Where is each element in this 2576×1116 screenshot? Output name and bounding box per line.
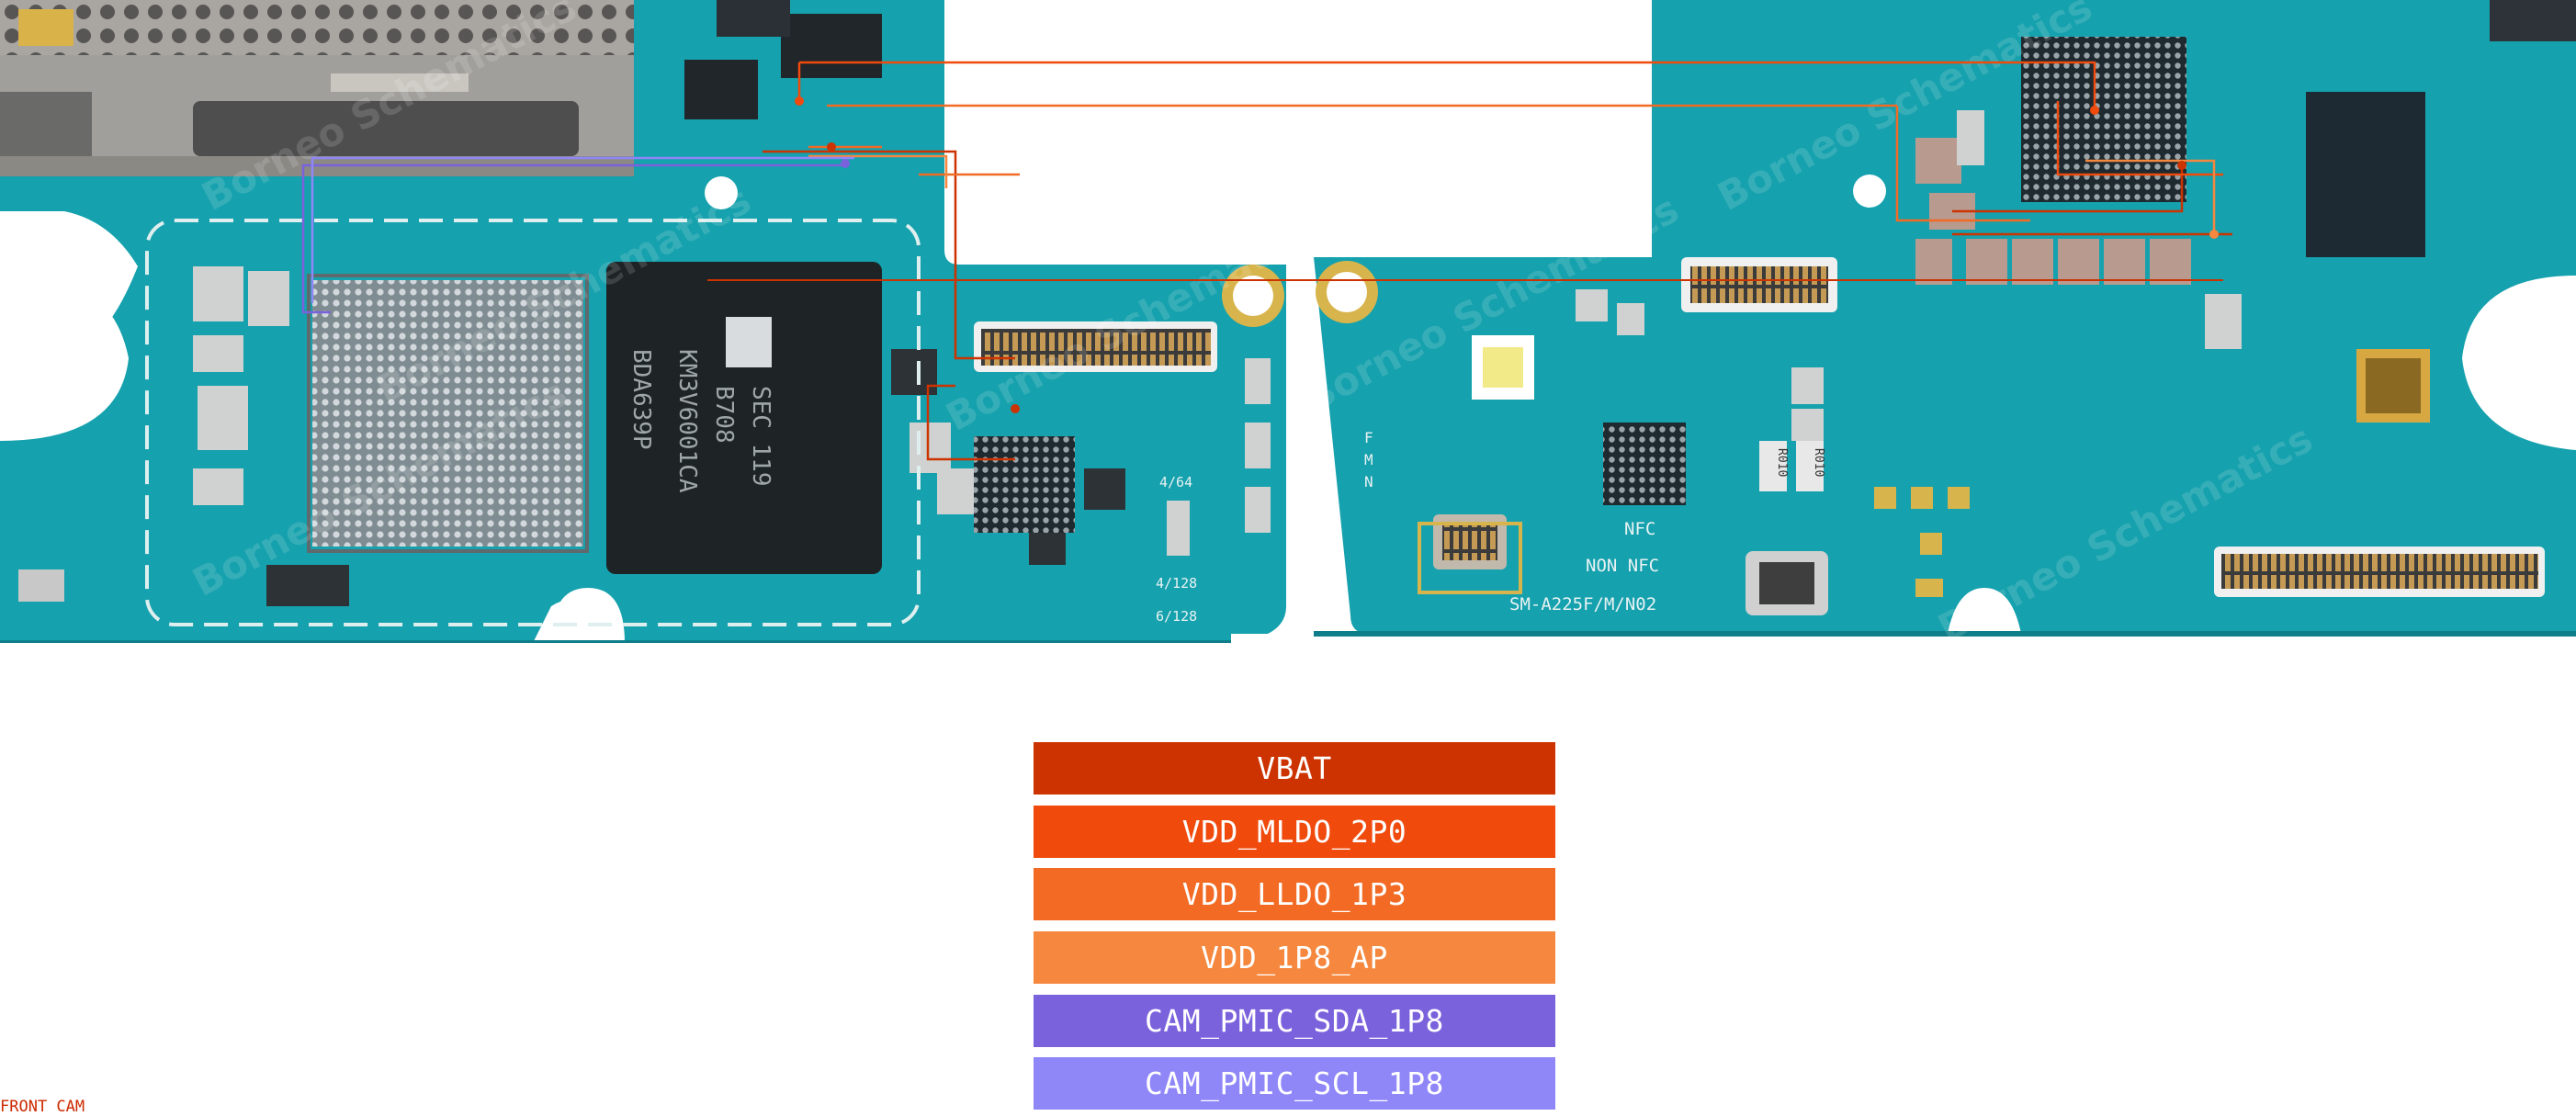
pcb-board-diagram: SEC 119 B708 KM3V6001CA BDA639P	[0, 0, 2576, 643]
silk-mem-2: 4/128	[1156, 575, 1197, 592]
trace-overlays	[301, 61, 2232, 461]
silk-f: F	[1364, 429, 1373, 446]
silk-r1: R010	[1775, 448, 1789, 477]
silk-nfc: NFC	[1624, 519, 1655, 539]
silk-mem-3: 6/128	[1156, 608, 1197, 625]
legend-item-vdd-lldo-1p3: VDD_LLDO_1P3	[1034, 868, 1555, 920]
silk-model: SM-A225F/M/N02	[1509, 594, 1656, 614]
silk-mem-1: 4/64	[1159, 474, 1192, 490]
legend-item-cam-pmic-scl-1p8: CAM_PMIC_SCL_1P8	[1034, 1057, 1555, 1110]
legend-item-cam-pmic-sda-1p8: CAM_PMIC_SDA_1P8	[1034, 995, 1555, 1047]
trace-lldo	[827, 104, 2030, 222]
legend-item-vbat: VBAT	[1034, 742, 1555, 795]
trace-scl	[311, 156, 854, 303]
right-board: R010 R010 N F	[1297, 0, 2576, 643]
chip-label-4: BDA639P	[627, 349, 655, 450]
trace-lldo-2	[808, 145, 1020, 176]
trace-sda	[301, 163, 845, 314]
chip-label-1: SEC 119	[747, 386, 774, 487]
silk-m: M	[1364, 451, 1373, 468]
trace-1p8	[808, 154, 2216, 234]
silk-r2: R010	[1812, 448, 1825, 477]
trace-vbat	[763, 150, 1015, 461]
legend-item-vdd-mldo-2p0: VDD_MLDO_2P0	[1034, 806, 1555, 858]
trace-nodes	[795, 96, 2219, 413]
silk-n: N	[1364, 473, 1373, 490]
trace-mldo	[797, 61, 2223, 176]
left-board: SEC 119 B708 KM3V6001CA BDA639P	[0, 0, 1328, 643]
chip-label-3: KM3V6001CA	[673, 349, 701, 493]
chip-label-2: B708	[710, 386, 738, 444]
legend-item-vdd-1p8-ap: VDD_1P8_AP	[1034, 931, 1555, 984]
corner-label: FRONT CAM	[0, 1098, 85, 1116]
trace-vbat-2	[1952, 165, 2232, 236]
silk-non-nfc: NON NFC	[1586, 556, 1659, 576]
